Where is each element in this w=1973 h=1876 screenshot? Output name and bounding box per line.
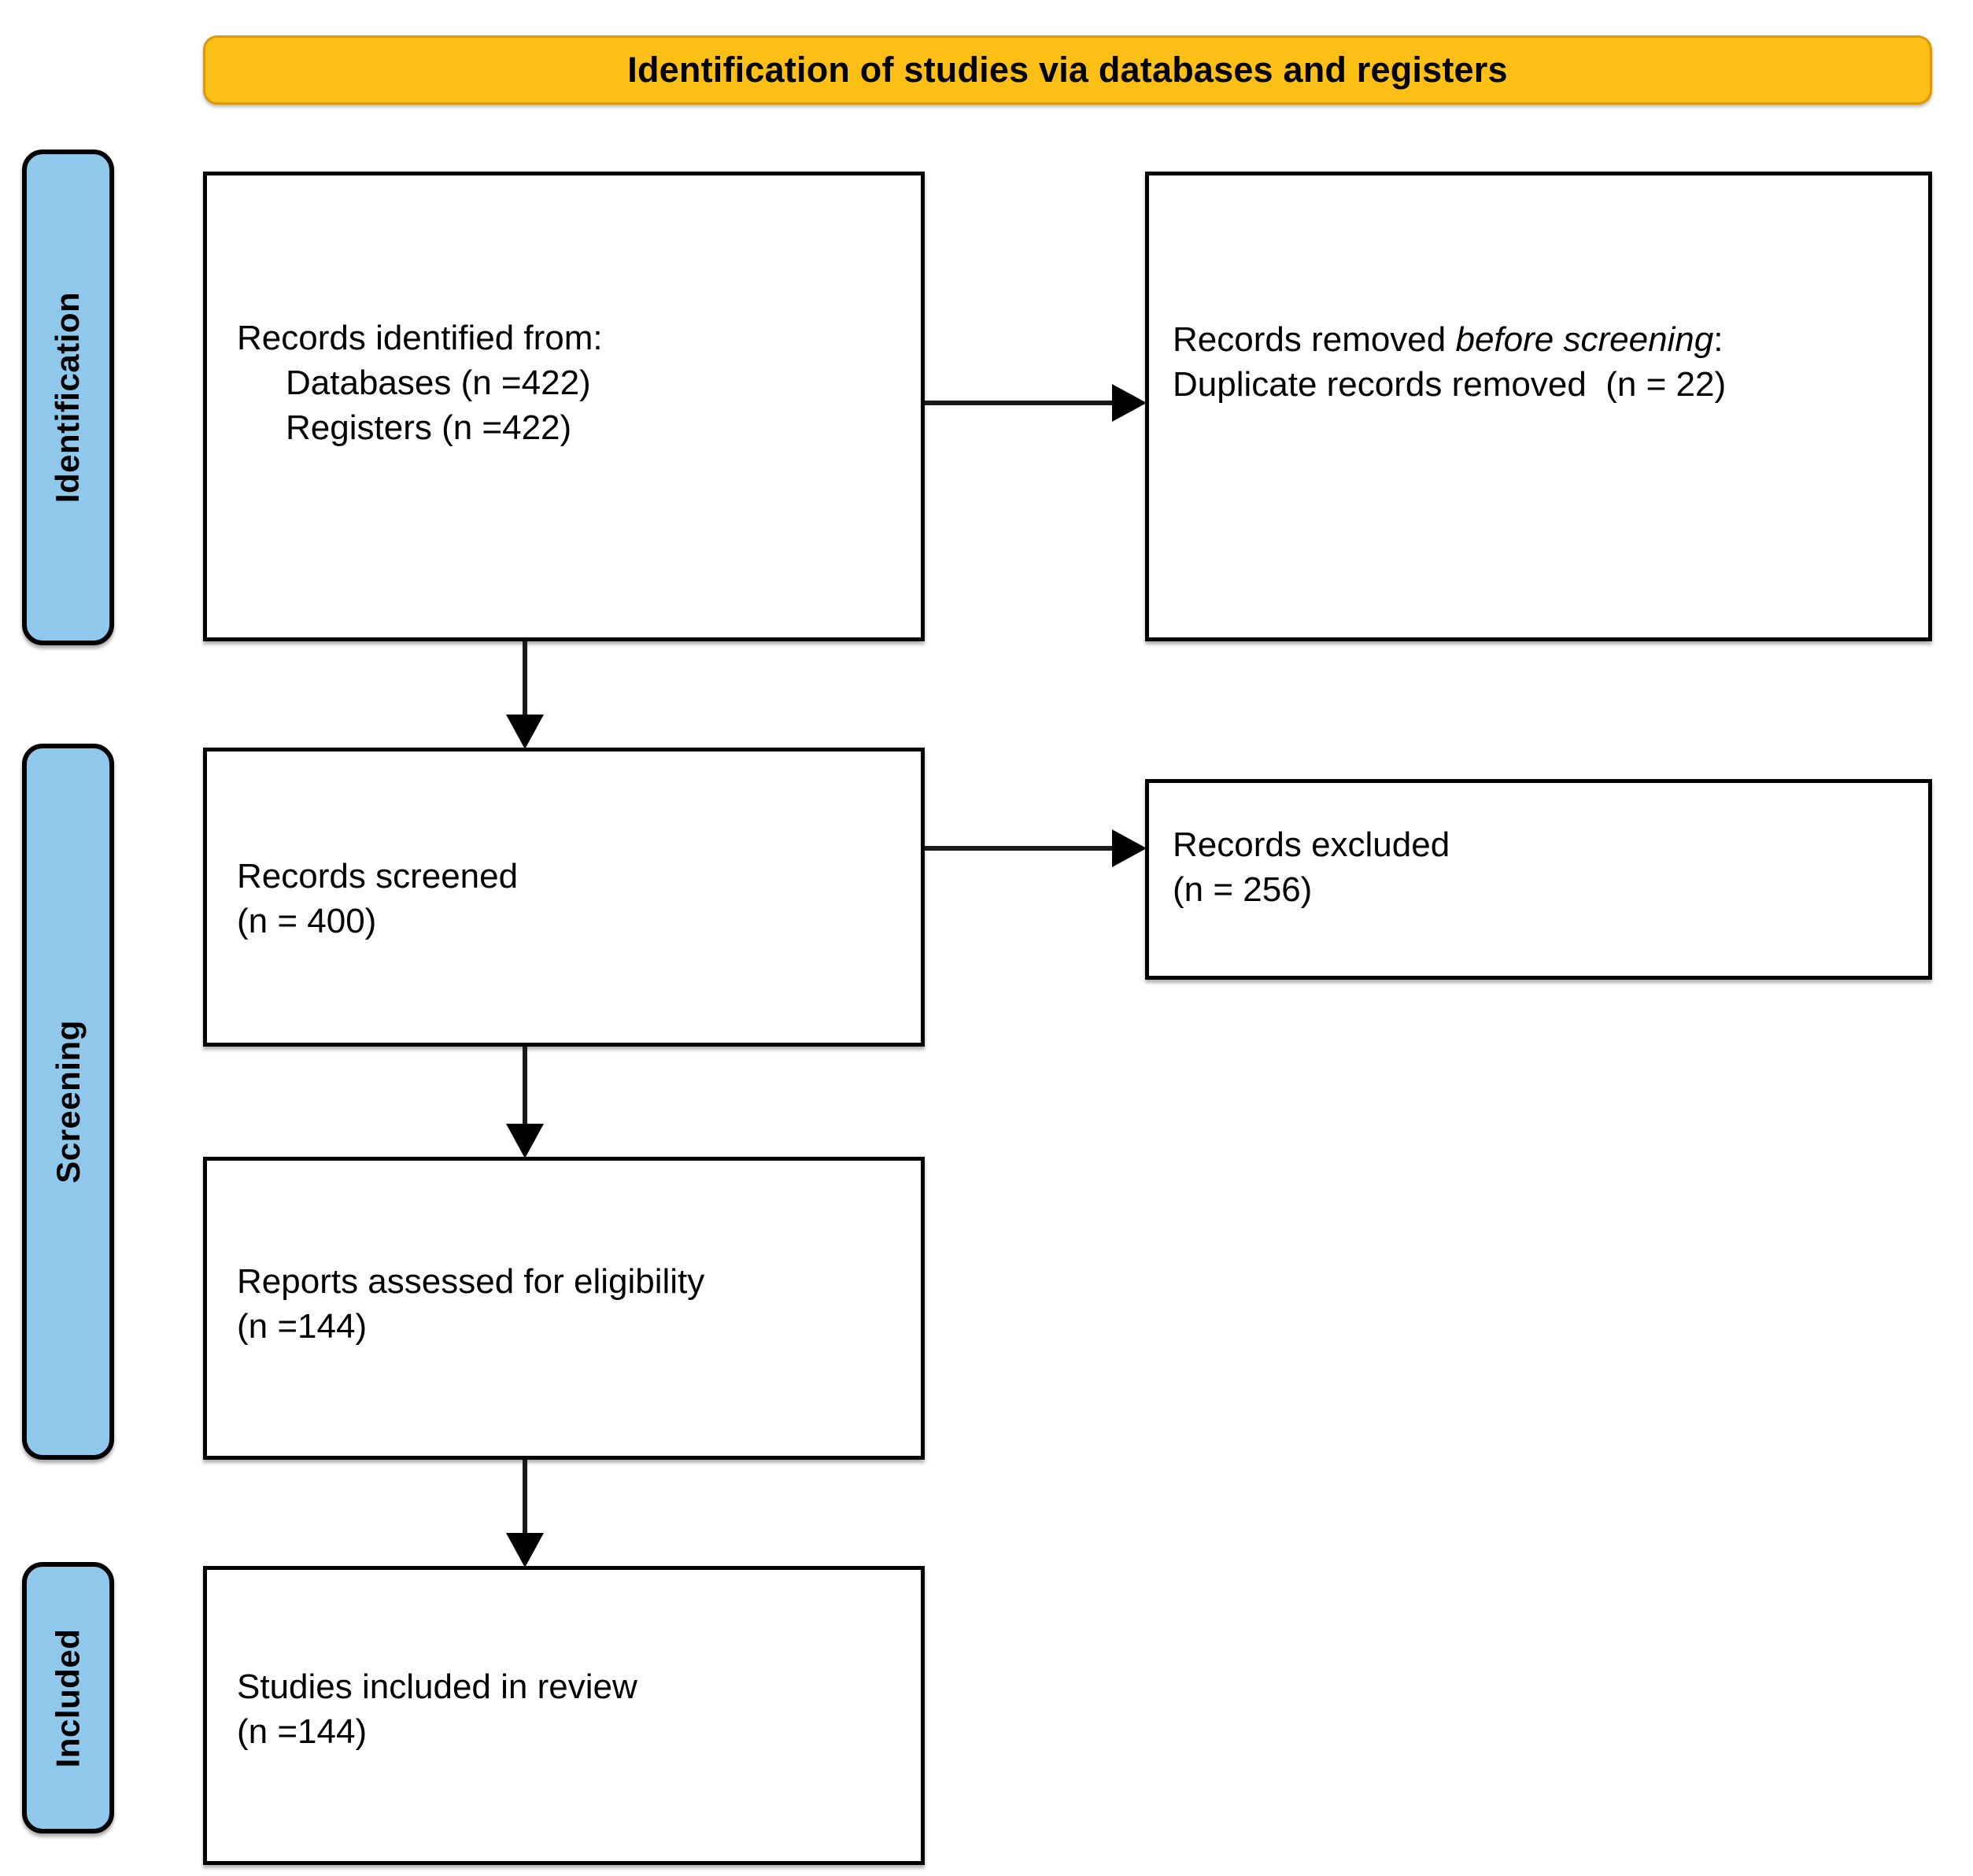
box-records-identified-text: Records identified from: Databases (n =4… — [237, 316, 907, 451]
stage-tab-screening: Screening — [22, 744, 114, 1460]
box-studies-included-text: Studies included in review (n =144) — [237, 1664, 907, 1754]
records-identified-line-databases: Databases (n =422) — [286, 364, 591, 403]
diagram-title: Identification of studies via databases … — [627, 50, 1508, 90]
studies-included-line-1: Studies included in review — [237, 1667, 637, 1706]
box-records-screened: Records screened (n = 400) — [203, 748, 925, 1047]
box-records-excluded-text: Records excluded (n = 256) — [1173, 822, 1914, 912]
records-removed-line-duplicates: Duplicate records removed (n = 22) — [1173, 365, 1727, 404]
box-records-excluded: Records excluded (n = 256) — [1145, 779, 1932, 980]
reports-eligibility-line-1: Reports assessed for eligibility — [237, 1262, 705, 1301]
box-records-removed: Records removed before screening: Duplic… — [1145, 172, 1932, 641]
box-records-screened-text: Records screened (n = 400) — [237, 854, 907, 944]
stage-label-included: Included — [49, 1628, 87, 1767]
stage-label-screening: Screening — [49, 1020, 87, 1184]
arrow-identified-to-screened — [506, 641, 544, 749]
records-screened-line-1: Records screened — [237, 857, 519, 896]
records-identified-line-1: Records identified from: — [237, 319, 603, 357]
stage-label-identification: Identification — [49, 291, 87, 504]
box-records-removed-text: Records removed before screening: Duplic… — [1173, 317, 1914, 407]
records-removed-suffix: : — [1713, 320, 1724, 359]
records-excluded-line-1: Records excluded — [1173, 825, 1450, 864]
box-studies-included: Studies included in review (n =144) — [203, 1566, 925, 1865]
records-identified-line-registers: Registers (n =422) — [286, 408, 572, 448]
records-removed-line-1: Records removed before screening: — [1173, 317, 1914, 362]
records-removed-emphasis: before screening — [1455, 320, 1714, 359]
stage-tab-included: Included — [22, 1562, 114, 1834]
records-screened-count: (n = 400) — [237, 902, 377, 941]
arrow-screened-to-eligibility — [506, 1047, 544, 1158]
reports-eligibility-count: (n =144) — [237, 1307, 368, 1346]
records-excluded-count: (n = 256) — [1173, 870, 1313, 910]
arrow-identified-to-removed — [925, 384, 1147, 422]
box-records-identified: Records identified from: Databases (n =4… — [203, 172, 925, 641]
records-removed-prefix: Records removed — [1173, 320, 1456, 359]
box-reports-eligibility-text: Reports assessed for eligibility (n =144… — [237, 1259, 907, 1349]
studies-included-count: (n =144) — [237, 1712, 368, 1752]
header-banner: Identification of studies via databases … — [203, 35, 1932, 105]
stage-tab-identification: Identification — [22, 150, 114, 645]
arrow-eligibility-to-included — [506, 1460, 544, 1568]
box-reports-eligibility: Reports assessed for eligibility (n =144… — [203, 1157, 925, 1460]
arrow-screened-to-excluded — [925, 829, 1147, 867]
